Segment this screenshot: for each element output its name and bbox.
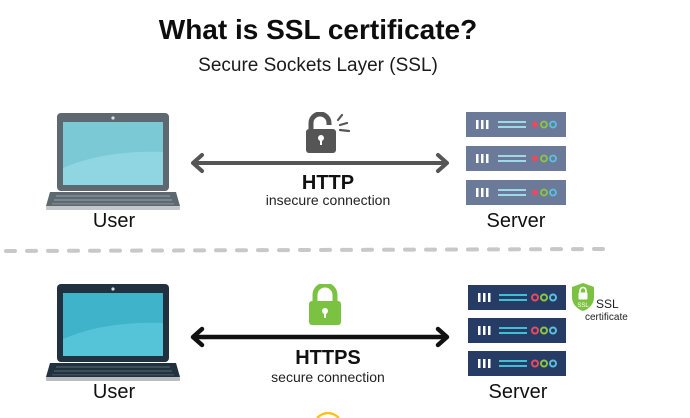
ssl-certificate-label-line2: certificate [585, 312, 628, 323]
insecure-connection-arrow [191, 153, 449, 173]
ssl-shield-icon: SSL [572, 283, 594, 311]
server-label: Server [486, 210, 546, 232]
page-subtitle: Secure Sockets Layer (SSL) [198, 55, 438, 76]
locked-padlock-icon [309, 284, 341, 325]
unlocked-padlock-icon [306, 112, 351, 153]
page-title: What is SSL certificate? [158, 14, 478, 45]
server-unit [468, 285, 566, 310]
user-label: User [92, 381, 136, 403]
server-stack-icon [466, 112, 566, 205]
server-unit [466, 146, 566, 171]
server-unit [466, 112, 566, 137]
server-stack-icon [468, 285, 566, 376]
server-unit [466, 180, 566, 205]
http-description: insecure connection [265, 192, 391, 208]
user-laptop-icon [46, 113, 180, 210]
server-unit [468, 318, 566, 343]
user-laptop-icon [46, 284, 180, 381]
section-divider [4, 247, 610, 253]
server-label: Server [488, 381, 548, 403]
https-label: HTTPS [295, 347, 361, 369]
secure-connection-arrow [190, 326, 450, 348]
ssl-certificate-label-line1: SSL [596, 297, 619, 311]
http-label: HTTP [301, 172, 355, 194]
server-unit [468, 351, 566, 376]
https-description: secure connection [271, 369, 385, 385]
user-label: User [92, 210, 136, 232]
partial-yellow-icon [316, 411, 340, 418]
ssl-badge-text: SSL [577, 303, 589, 309]
